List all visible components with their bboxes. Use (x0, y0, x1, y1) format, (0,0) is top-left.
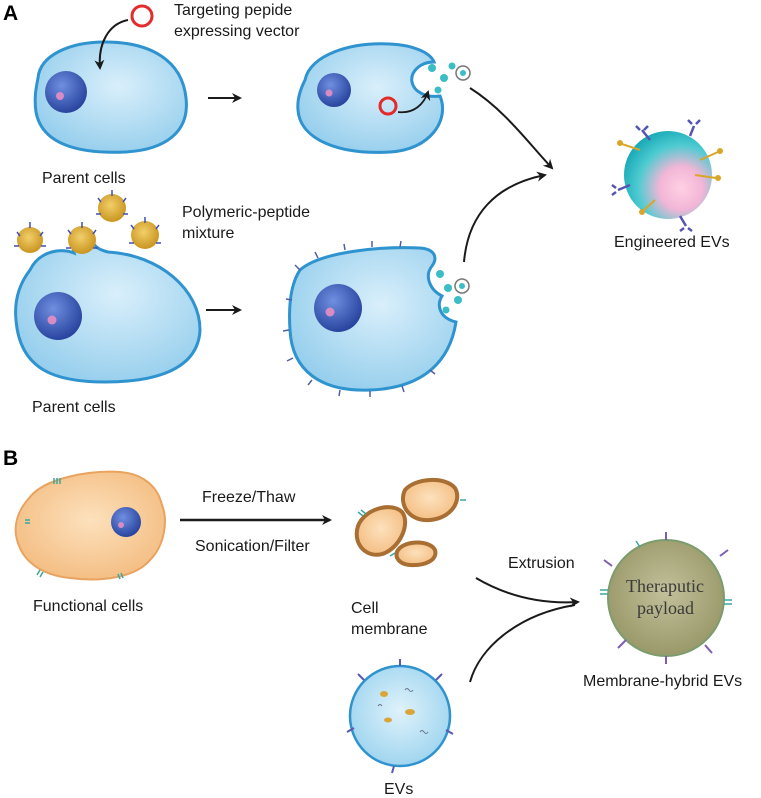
extrusion-arrow-bottom (469, 604, 576, 683)
functional-cell (14, 470, 166, 581)
sonication-filter-label: Sonication/Filter (195, 538, 310, 555)
curved-arrow-vector (94, 19, 129, 70)
membrane-hybrid-ev (600, 532, 732, 664)
parent-cell-top (33, 40, 188, 154)
vesicles-bottom (436, 270, 470, 314)
membrane-fragments (354, 478, 466, 568)
parent-cells-top-label: Parent cells (42, 170, 126, 187)
parent-cells-bottom-label: Parent cells (32, 399, 116, 416)
surface-peptides-bottom (282, 240, 436, 397)
payload-label-line2: payload (637, 598, 694, 618)
cell-membrane-label-line1: Cell (351, 600, 379, 617)
converge-arrow-bottom (463, 171, 547, 263)
budding-cell-top (296, 42, 445, 154)
vector-label-line1: Targeting pepide (174, 2, 292, 19)
nucleus-budding-bottom (314, 284, 362, 332)
freeze-thaw-label: Freeze/Thaw (202, 489, 296, 506)
panel-label-a: A (3, 2, 18, 25)
panel-label-b: B (3, 447, 18, 470)
functional-cell-receptors (25, 478, 124, 580)
polymeric-peptide-particles (14, 190, 161, 254)
curved-arrow-inside (397, 90, 431, 114)
engineered-ev (611, 119, 723, 232)
vector-label-line2: expressing vector (174, 23, 300, 40)
evs-label: EVs (384, 781, 413, 798)
extrusion-label: Extrusion (508, 555, 575, 572)
budding-cell-bottom (282, 240, 458, 397)
cell-membrane-label-line2: membrane (351, 621, 428, 638)
nucleus-top (45, 71, 87, 113)
payload-label-line1: Theraputic (626, 576, 704, 596)
ev (346, 659, 454, 774)
functional-cells-label: Functional cells (33, 598, 143, 615)
vector-ring-icon (130, 4, 154, 28)
mixture-label-line2: mixture (182, 225, 235, 242)
membrane-hybrid-evs-label: Membrane-hybrid EVs (583, 673, 742, 690)
nucleus-bottom (34, 292, 82, 340)
mixture-label-line1: Polymeric-peptide (182, 204, 310, 221)
engineered-evs-label: Engineered EVs (614, 234, 730, 251)
vector-ring-inside-icon (378, 96, 398, 116)
vesicles-top (428, 62, 471, 94)
extrusion-arrow-top (475, 577, 580, 608)
nucleus-budding-top (317, 73, 351, 107)
converge-arrow-top (469, 87, 554, 170)
parent-cell-bottom (14, 234, 202, 384)
